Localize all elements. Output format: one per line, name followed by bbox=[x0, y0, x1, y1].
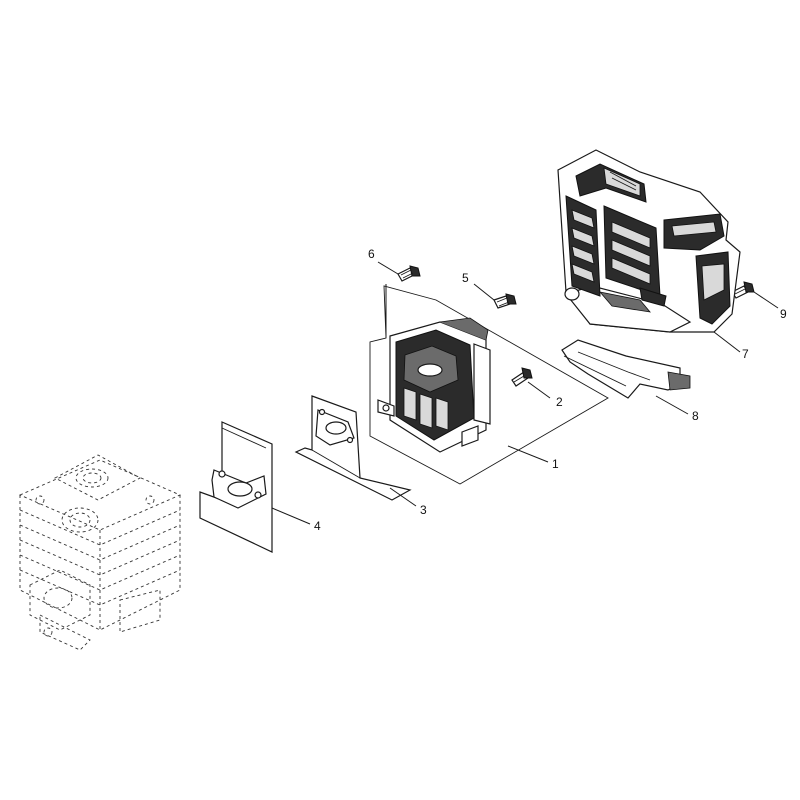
screw-2 bbox=[511, 367, 533, 387]
screw-5 bbox=[493, 293, 517, 309]
muffler-cover bbox=[557, 149, 741, 333]
callout-5: 5 bbox=[462, 271, 469, 285]
callout-6: 6 bbox=[368, 247, 375, 261]
callout-1: 1 bbox=[552, 457, 559, 471]
callout-labels: 6 5 2 1 3 4 7 8 9 bbox=[314, 247, 787, 533]
callout-7: 7 bbox=[742, 347, 749, 361]
cylinder-reference bbox=[18, 454, 182, 651]
screw-6 bbox=[397, 265, 421, 282]
screw-9 bbox=[731, 281, 755, 299]
heat-shield-plate bbox=[294, 395, 412, 501]
leader-lines bbox=[271, 261, 779, 525]
callout-9: 9 bbox=[780, 307, 787, 321]
gasket-large bbox=[199, 421, 273, 553]
callout-2: 2 bbox=[556, 395, 563, 409]
callout-4: 4 bbox=[314, 519, 321, 533]
baffle-plate bbox=[561, 339, 691, 399]
callout-8: 8 bbox=[692, 409, 699, 423]
muffler-assembly-box bbox=[369, 285, 609, 485]
callout-3: 3 bbox=[420, 503, 427, 517]
muffler bbox=[377, 317, 491, 453]
